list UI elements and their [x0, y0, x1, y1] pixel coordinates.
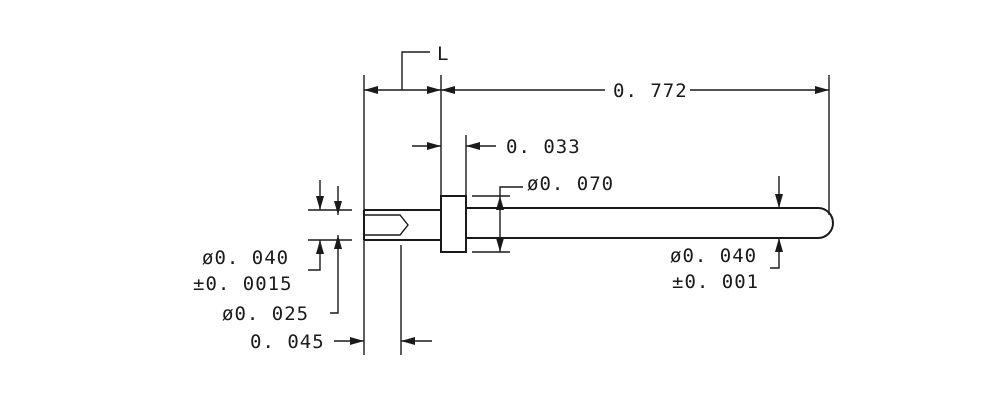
overall-length-text: 0. 772: [613, 80, 688, 102]
tip-tolerance-text: ±0. 001: [672, 271, 759, 293]
dim-overall-length: 0. 772: [364, 80, 829, 102]
dim-l: L: [401, 43, 449, 90]
pin-part: [363, 195, 834, 253]
collar-diameter-text: ø0. 070: [527, 173, 614, 195]
dim-bore-outer: ø0. 040 ±0. 0015: [193, 180, 324, 295]
dim-collar-width: 0. 033: [412, 136, 581, 158]
socket-bore: [364, 214, 409, 236]
bore-depth-text: 0. 045: [250, 331, 325, 353]
shaft: [466, 207, 834, 239]
l-label-text: L: [437, 43, 449, 65]
dim-bore-depth: 0. 045: [250, 331, 432, 353]
bore-outer-tolerance-text: ±0. 0015: [193, 273, 293, 295]
extension-lines: [308, 75, 830, 355]
collar-width-text: 0. 033: [506, 136, 581, 158]
bore-inner-diameter-text: ø0. 025: [222, 303, 309, 325]
collar: [440, 195, 467, 253]
dim-collar-diameter: ø0. 070: [496, 173, 614, 252]
tip-diameter-text: ø0. 040: [670, 245, 757, 267]
dim-bore-inner: ø0. 025: [222, 186, 342, 325]
dim-tip-diameter: ø0. 040 ±0. 001: [670, 176, 783, 293]
bore-outer-diameter-text: ø0. 040: [202, 247, 289, 269]
